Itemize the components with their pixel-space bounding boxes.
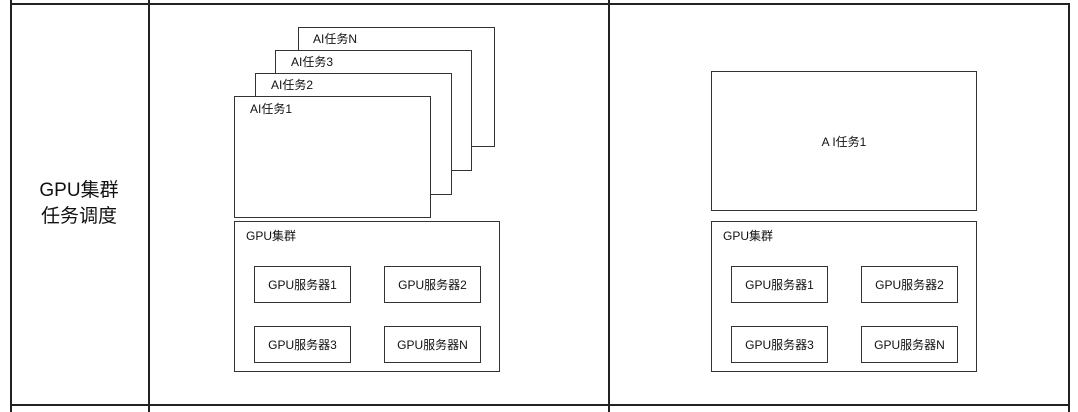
server-label: GPU服务器N xyxy=(874,338,945,352)
row-label-line2: 任务调度 xyxy=(40,206,117,227)
gpu-cluster-left: GPU集群 GPU服务器1 GPU服务器2 GPU服务器3 GPU服务器N xyxy=(234,221,500,372)
gpu-server-n: GPU服务器N xyxy=(861,326,958,363)
row-label-line1: GPU集群 xyxy=(39,180,119,201)
task-box-1: AI任务1 xyxy=(234,96,431,218)
task-label: AI任务N xyxy=(313,32,358,46)
server-label: GPU服务器3 xyxy=(745,338,814,352)
gpu-server-1: GPU服务器1 xyxy=(254,266,351,303)
server-label: GPU服务器2 xyxy=(875,278,944,292)
task-label: AI任务3 xyxy=(291,55,334,69)
server-label: GPU服务器3 xyxy=(268,338,337,352)
table-border-right xyxy=(1068,3,1070,412)
row-label: GPU集群 任务调度 xyxy=(10,178,148,230)
gpu-server-n: GPU服务器N xyxy=(384,326,481,363)
gpu-cluster-right: GPU集群 GPU服务器1 GPU服务器2 GPU服务器3 GPU服务器N xyxy=(711,221,977,372)
gpu-server-1: GPU服务器1 xyxy=(731,266,828,303)
column-divider-2 xyxy=(608,0,610,412)
task-label: A I任务1 xyxy=(821,134,867,149)
column-divider-1 xyxy=(148,0,150,412)
gpu-server-2: GPU服务器2 xyxy=(861,266,958,303)
task-label: AI任务1 xyxy=(250,102,293,116)
server-label: GPU服务器2 xyxy=(398,278,467,292)
gpu-server-3: GPU服务器3 xyxy=(731,326,828,363)
server-label: GPU服务器1 xyxy=(745,278,814,292)
cluster-label: GPU集群 xyxy=(723,229,774,243)
gpu-server-2: GPU服务器2 xyxy=(384,266,481,303)
gpu-server-3: GPU服务器3 xyxy=(254,326,351,363)
task-label: AI任务2 xyxy=(271,78,314,92)
table-border-top xyxy=(10,3,1069,5)
cluster-label: GPU集群 xyxy=(246,229,297,243)
server-label: GPU服务器1 xyxy=(268,278,337,292)
server-label: GPU服务器N xyxy=(397,338,468,352)
task-box-single: A I任务1 xyxy=(711,71,977,211)
table-border-left xyxy=(10,0,12,412)
table-border-bottom xyxy=(10,404,1069,406)
